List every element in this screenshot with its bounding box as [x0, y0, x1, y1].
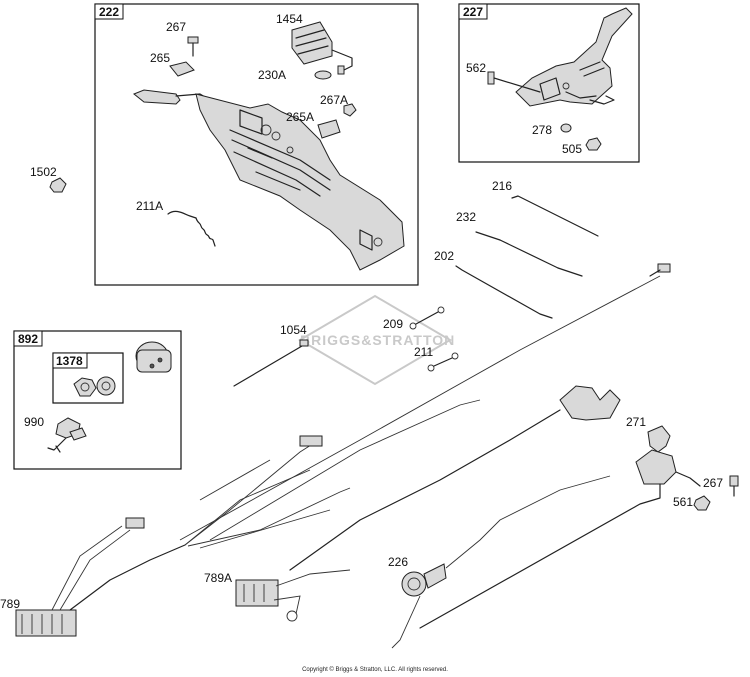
key-990-part [47, 417, 87, 453]
clip-265-part [169, 61, 195, 77]
wire-harness-789-part [15, 399, 481, 637]
box-222: 222 [94, 3, 419, 286]
callout-211a: 211A [136, 199, 163, 213]
callout-216: 216 [492, 179, 512, 193]
callout-265a: 265A [286, 110, 314, 124]
nut-1502-part [49, 177, 67, 193]
rod-202-part [455, 265, 553, 319]
wire-harness-789a-part [235, 385, 621, 622]
clip-265a-part [317, 119, 341, 139]
callout-267a: 267A [320, 93, 348, 107]
lever-bracket-227-part [515, 7, 633, 107]
callout-562: 562 [466, 61, 486, 75]
callout-278: 278 [532, 123, 552, 137]
nut-267a-part [343, 103, 357, 117]
callout-267-right: 267 [703, 476, 723, 490]
callout-209: 209 [383, 317, 403, 331]
callout-789a: 789A [204, 571, 232, 585]
nut-505-part [585, 137, 602, 151]
box-label-1378: 1378 [56, 354, 83, 368]
callout-271: 271 [626, 415, 646, 429]
choke-lever-271-part [419, 425, 701, 629]
callout-1054: 1054 [280, 323, 307, 337]
callout-267-top: 267 [166, 20, 186, 34]
callout-505: 505 [562, 142, 582, 156]
box-label-892: 892 [18, 332, 38, 346]
cable-tie-1054-part [233, 339, 309, 387]
box-892: 892 [13, 330, 182, 470]
rod-216-part [511, 195, 599, 237]
lock-nut-1378-part [73, 376, 116, 397]
spring-209-part [409, 306, 445, 330]
bolt-562-part [487, 71, 541, 93]
spring-211-part [427, 352, 459, 372]
box-227: 227 [458, 3, 640, 163]
box-label-227: 227 [463, 5, 483, 19]
copyright-notice: Copyright © Briggs & Stratton, LLC. All … [302, 667, 448, 673]
callout-211: 211 [414, 345, 433, 359]
control-panel-assembly-part [133, 89, 405, 271]
bracket-1454-part [291, 21, 353, 75]
choke-cable-226-part [391, 475, 611, 649]
spring-211a-part [167, 210, 216, 247]
callout-561: 561 [673, 495, 693, 509]
callout-226: 226 [388, 555, 408, 569]
washer-278-part [560, 123, 572, 133]
nut-561-part [693, 495, 711, 511]
callout-232: 232 [456, 210, 476, 224]
bolt-267-right-part [729, 475, 739, 497]
callout-789: 789 [0, 597, 20, 611]
callout-1454: 1454 [276, 12, 303, 26]
washer-230a-part [314, 70, 332, 80]
box-1378: 1378 [52, 352, 124, 404]
ignition-switch-part [135, 341, 172, 373]
bolt-267-part [187, 36, 199, 57]
throttle-cable-part [179, 275, 661, 541]
watermark-logo: BRIGGS&STRATTON [298, 294, 455, 386]
callout-202: 202 [434, 249, 454, 263]
callout-230a: 230A [258, 68, 286, 82]
callout-1502: 1502 [30, 165, 57, 179]
box-label-222: 222 [99, 5, 119, 19]
cable-end-top [649, 263, 671, 277]
spring-232-part [475, 231, 583, 277]
callout-265: 265 [150, 51, 170, 65]
watermark-text: BRIGGS&STRATTON [300, 332, 455, 348]
callout-990: 990 [24, 415, 44, 429]
